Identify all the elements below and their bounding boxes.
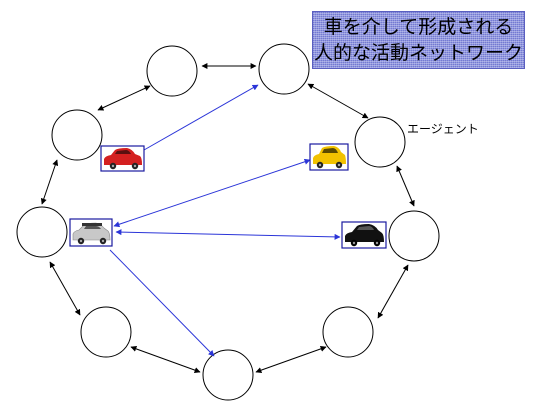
car-link-silver-yellow [113, 158, 311, 228]
agent-circle-5 [322, 306, 374, 358]
link-a9-a1 [97, 85, 151, 111]
agent-circle-8 [16, 206, 68, 258]
cars [69, 143, 387, 249]
link-a6-a7 [130, 346, 201, 373]
yellow-car-icon [309, 143, 349, 171]
silver-car-icon [69, 218, 113, 247]
link-a7-a8 [49, 261, 81, 316]
title-line-1: 車を介して形成される [323, 16, 514, 38]
car-link-silver-a6 [109, 249, 215, 357]
agent-circle-4 [388, 210, 440, 262]
agent-circle-7 [80, 306, 132, 358]
link-a2-a3 [307, 83, 369, 119]
agents [16, 43, 440, 401]
black-car-icon [341, 221, 387, 249]
agent-circle-6 [202, 349, 254, 401]
agent-links [40, 63, 415, 374]
link-a8-a9 [40, 159, 59, 205]
link-a4-a5 [377, 264, 409, 319]
agent-label: エージェント [407, 122, 479, 136]
agent-circle-1 [146, 45, 198, 97]
car-links [109, 84, 341, 357]
car-link-red-a2 [143, 84, 259, 151]
agent-circle-2 [258, 43, 310, 95]
car-link-silver-black [115, 229, 341, 240]
red-car-icon [100, 145, 145, 172]
link-a3-a4 [396, 165, 415, 207]
title-line-2: 人的な活動ネットワーク [313, 42, 523, 64]
link-a5-a6 [255, 345, 327, 374]
agent-circle-3 [354, 116, 406, 168]
title-box: 車を介して形成される 人的な活動ネットワーク [312, 11, 525, 69]
agent-circle-9 [51, 109, 103, 161]
